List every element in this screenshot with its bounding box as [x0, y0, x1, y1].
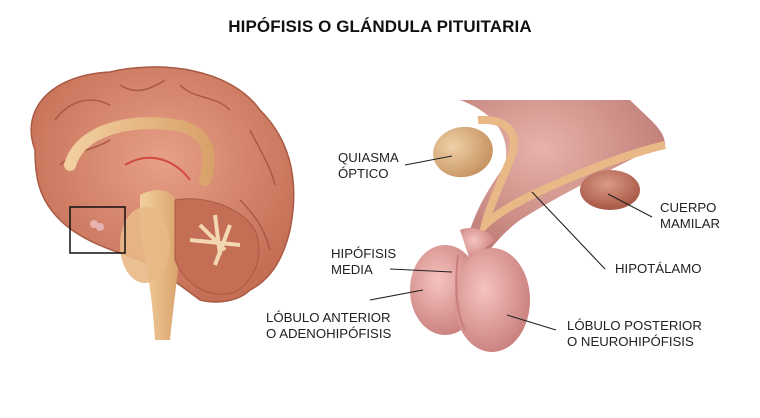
pituitary-illustration: [410, 100, 666, 352]
label-lobulo-anterior: LÓBULO ANTERIOR O ADENOHIPÓFISIS: [266, 310, 392, 341]
label-lobulo-posterior: LÓBULO POSTERIOR O NEUROHIPÓFISIS: [567, 318, 702, 349]
page-title: HIPÓFISIS O GLÁNDULA PITUITARIA: [228, 17, 532, 36]
label-hipofisis-media: HIPÓFISIS MEDIA: [331, 246, 397, 277]
brain-illustration: [30, 66, 295, 340]
label-quiasma-optico: QUIASMA ÓPTICO: [338, 150, 399, 181]
leader-lines: [369, 155, 653, 331]
label-cuerpo-mamilar: CUERPO MAMILAR: [660, 200, 721, 231]
label-hipotalamo: HIPOTÁLAMO: [615, 261, 702, 276]
zoom-box: [69, 206, 126, 254]
